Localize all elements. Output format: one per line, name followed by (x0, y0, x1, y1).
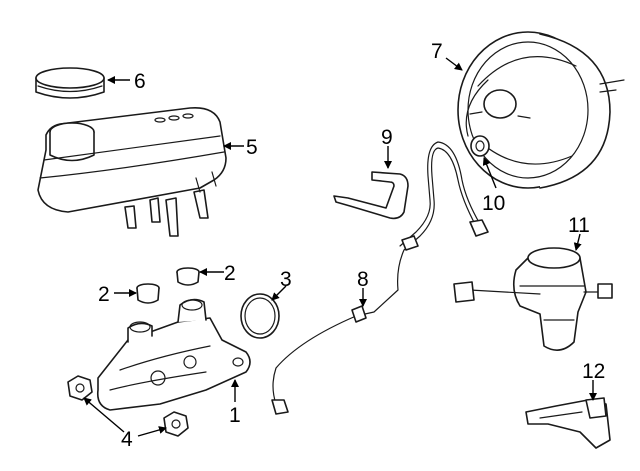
nut-left (67, 375, 93, 401)
leader-10 (482, 157, 497, 189)
brake-line (271, 141, 489, 415)
pump-bracket (525, 397, 611, 449)
fluid-reservoir (37, 106, 227, 237)
check-valve-grommet (470, 135, 490, 157)
callout-1: 1 (229, 404, 241, 427)
vacuum-hose (333, 171, 409, 220)
callout-5: 5 (246, 136, 258, 159)
callout-6: 6 (134, 70, 146, 93)
callout-2a: 2 (224, 262, 236, 285)
callout-10: 10 (482, 192, 505, 215)
leader-4a (83, 397, 125, 433)
callout-2b: 2 (98, 283, 110, 306)
leader-4b (137, 426, 167, 437)
leader-3 (271, 285, 287, 301)
brake-booster (457, 31, 625, 189)
callout-8: 8 (357, 268, 369, 291)
vacuum-pump (453, 247, 613, 351)
grommet-upper (176, 267, 200, 286)
leader-lines (83, 57, 597, 437)
callout-11: 11 (568, 214, 590, 237)
leader-11 (573, 233, 582, 251)
nut-right (163, 411, 189, 437)
seal-ring (240, 293, 280, 339)
reservoir-cap (35, 67, 105, 99)
callout-numbers: 6 5 2 2 3 1 4 7 9 10 8 11 12 (98, 40, 605, 451)
callout-12: 12 (582, 360, 605, 383)
grommet-lower (136, 283, 160, 304)
master-cylinder (96, 298, 251, 411)
callout-4: 4 (121, 428, 133, 451)
callout-3: 3 (280, 268, 292, 291)
callout-9: 9 (381, 126, 393, 149)
leader-7 (445, 57, 463, 71)
callout-7: 7 (431, 40, 443, 63)
